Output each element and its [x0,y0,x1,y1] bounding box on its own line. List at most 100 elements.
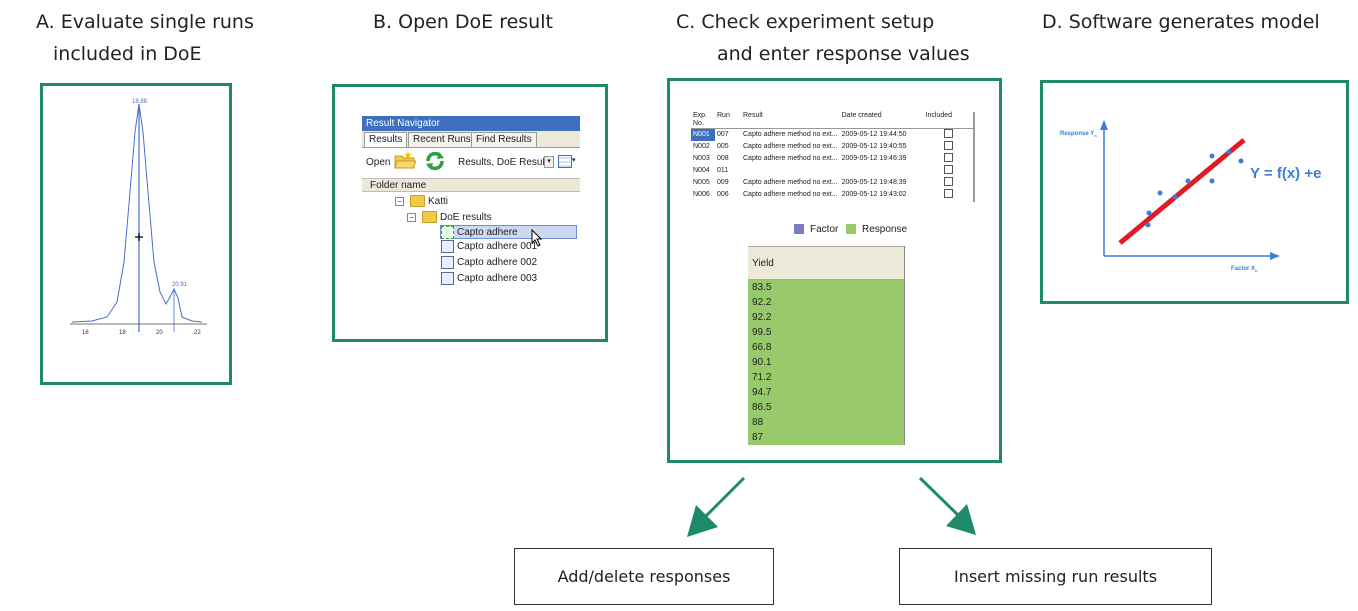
tree-item-capto-adhere-doe[interactable]: Capto adhere [440,225,577,239]
open-folder-icon[interactable] [394,151,417,169]
yield-value[interactable]: 87 [752,432,764,443]
data-point [1209,178,1215,184]
tree-item-capto-adhere-002[interactable]: Capto adhere 002 [441,256,537,270]
peak2-label: 20.91 [172,282,188,288]
table-row[interactable]: N005 009 Capto adhere method no ext... 2… [691,177,973,189]
x-tick-18: 18 [119,330,126,336]
step-d-title: D. Software generates model [1042,11,1320,33]
chromatogram-file-icon [441,240,454,253]
table-row[interactable]: N001 007 Capto adhere method no ext... 2… [691,128,973,142]
factor-legend-label: Factor [810,224,839,235]
tree-item-katti[interactable]: − Katti [395,195,448,209]
cursor-crosshair [135,233,143,241]
data-point [1185,178,1191,184]
col-header-included[interactable]: Included [923,112,973,129]
refresh-icon[interactable] [424,150,446,172]
col-header-exp-no[interactable]: Exp. No. [691,112,715,129]
response-legend-swatch [846,224,856,234]
cell-result: Capto adhere method no ext... [743,143,838,150]
cell-date: 2009-05-12 19:43:02 [841,191,907,198]
tree-item-label: Katti [428,196,449,207]
cell-exp-no: N006 [693,191,710,198]
yield-value[interactable]: 94.7 [752,387,772,398]
yield-value[interactable]: 92.2 [752,297,772,308]
cell-exp-no: N001 [691,128,715,141]
add-delete-responses-box[interactable]: Add/delete responses [514,548,774,605]
yield-column-header[interactable]: Yield [748,246,904,280]
included-checkbox[interactable] [943,141,953,150]
open-label[interactable]: Open [366,157,391,168]
col-header-run[interactable]: Run [715,112,741,129]
cell-included [924,189,973,201]
cell-exp-no: N004 [693,167,710,174]
tab-results[interactable]: Results [364,132,408,147]
table-row[interactable]: N003 008 Capto adhere method no ext... 2… [691,153,973,165]
yield-value[interactable]: 90.1 [752,357,772,368]
tree-item-label: Capto adhere 001 [457,241,538,253]
chevron-down-icon[interactable]: ▾ [572,157,576,164]
model-plot: Response Yn Factor Xn Y = f(x) +e [1060,120,1321,273]
tree-item-doe-results[interactable]: −DoE results [407,211,492,225]
arrow-to-insert-missing [918,476,960,517]
grid-view-icon[interactable] [558,155,572,168]
folder-icon [410,195,425,208]
table-row[interactable]: N004 011 [691,165,973,177]
yield-value[interactable]: 71.2 [752,372,772,383]
included-checkbox[interactable] [943,165,953,174]
cell-exp-no: N005 [693,179,710,186]
yield-value[interactable]: 86.5 [752,402,772,413]
chevron-down-icon[interactable]: ▾ [544,156,554,168]
table-row[interactable]: N002 005 Capto adhere method no ext... 2… [691,141,973,153]
cell-included [924,129,973,142]
cell-included [924,141,973,153]
tree-item-label: Capto adhere 003 [457,273,538,285]
yield-value[interactable]: 99.5 [752,327,772,338]
data-point [1172,194,1178,200]
panel-d-model [1040,80,1349,304]
yield-value[interactable]: 92.2 [752,312,772,323]
included-checkbox[interactable] [943,129,953,138]
cell-run: 008 [717,155,729,162]
cell-result: Capto adhere method no ext... [743,155,838,162]
results-filter-select[interactable]: Results, DoE Results [458,157,553,168]
cell-run: 005 [717,143,729,150]
yield-response-column[interactable] [748,280,904,445]
x-axis-label: Factor Xn [1231,266,1258,273]
model-equation: Y = f(x) +e [1250,165,1321,182]
col-header-date-created[interactable]: Date created [839,112,924,129]
included-checkbox[interactable] [943,177,953,186]
chromatogram-file-icon [441,256,454,269]
x-tick-22: 22 [194,330,201,336]
cell-date: 2009-05-12 19:40:55 [841,143,907,150]
collapse-icon[interactable]: − [407,212,416,222]
factor-legend-swatch [794,224,804,234]
cell-exp-no: N002 [693,143,710,150]
tree-item-capto-adhere-003[interactable]: Capto adhere 003 [441,272,537,286]
yield-value[interactable]: 66.8 [752,342,772,353]
step-b-title: B. Open DoE result [373,11,553,33]
data-point [1209,153,1215,159]
collapse-icon[interactable]: − [395,196,404,206]
tree-item-capto-adhere-001[interactable]: Capto adhere 001 [441,240,537,254]
yield-value[interactable]: 88 [752,417,764,428]
tab-find-results[interactable]: Find Results [471,132,537,147]
x-tick-16: 16 [82,330,89,336]
data-point [1238,158,1244,164]
table-right-scrollbar-edge [973,112,975,202]
yield-value[interactable]: 83.5 [752,282,772,293]
result-navigator-tabs: Results Recent Runs Find Results [362,131,580,148]
mouse-pointer-icon [531,229,543,247]
cell-included [924,177,973,189]
chromatogram-file-icon [441,272,454,285]
table-row[interactable]: N006 006 Capto adhere method no ext... 2… [691,189,973,201]
col-header-result[interactable]: Result [741,112,840,129]
chromatogram-trace [71,103,203,323]
included-checkbox[interactable] [943,189,953,198]
step-a-title-line2: included in DoE [53,43,202,65]
insert-missing-run-results-box[interactable]: Insert missing run results [899,548,1212,605]
chromatogram-plot: 18.88 20.91 16 18 20 22 [70,99,207,336]
result-navigator-titlebar: Result Navigator [362,116,580,131]
cell-run: 011 [717,167,729,174]
included-checkbox[interactable] [943,153,953,162]
